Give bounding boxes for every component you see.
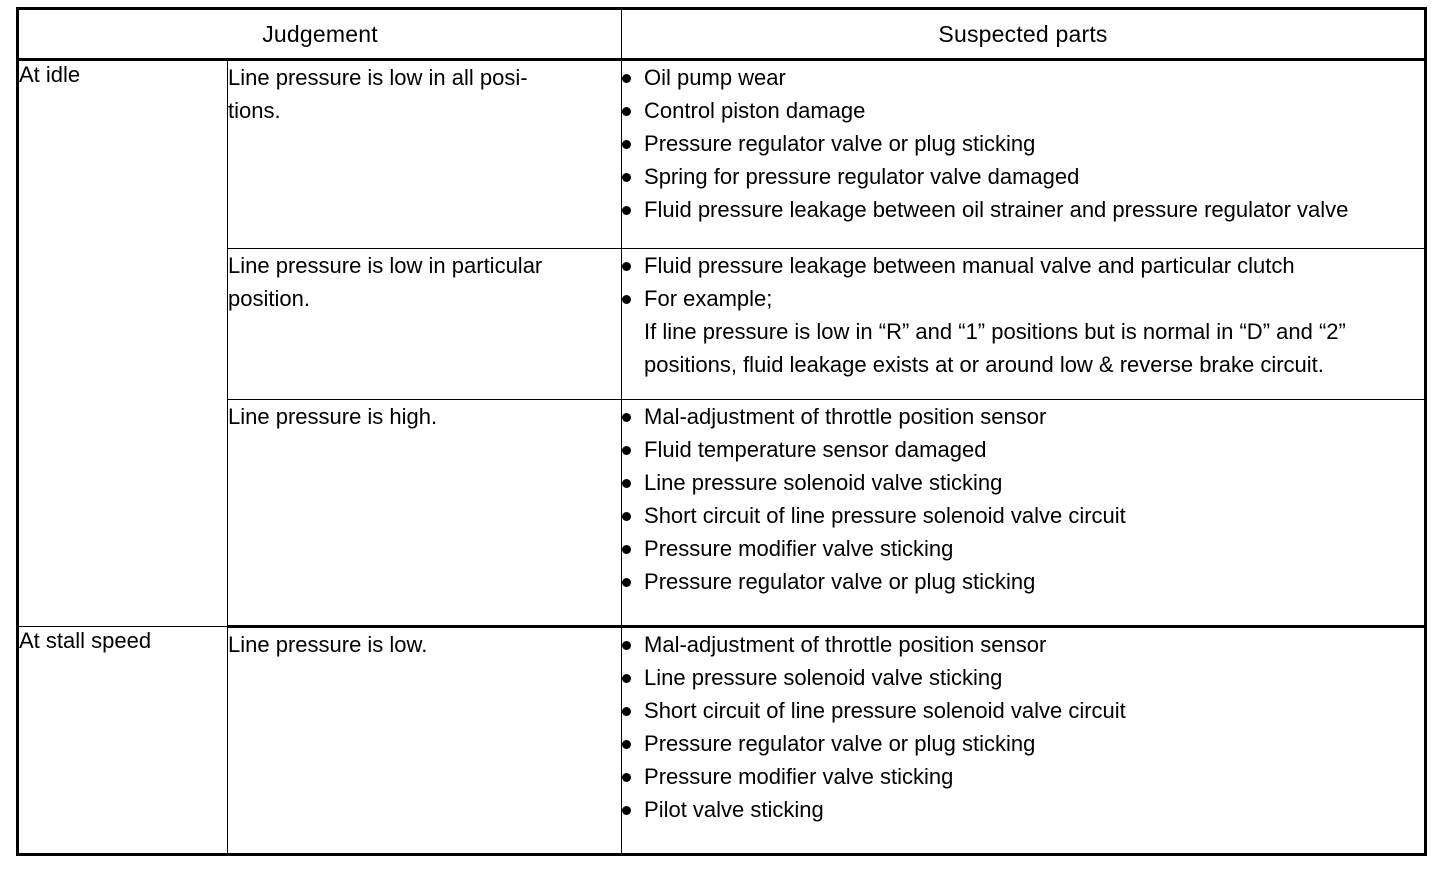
bullet-icon — [622, 545, 632, 555]
list-item-text: Pressure regulator valve or plug stickin… — [644, 569, 1036, 595]
bullet-icon — [622, 479, 632, 489]
list-item: Line pressure solenoid valve sticking — [622, 466, 1424, 499]
list-item-text: Pressure regulator valve or plug stickin… — [644, 131, 1036, 156]
list-item: Pressure modifier valve sticking — [622, 760, 1424, 793]
suspected-parts-cell: Fluid pressure leakage between manual va… — [621, 248, 1427, 401]
bullet-icon — [622, 806, 632, 816]
list-item-text: Spring for pressure regulator valve dama… — [644, 164, 1080, 189]
condition-label: At idle — [19, 62, 81, 87]
bullet-icon — [622, 74, 632, 83]
column-header-suspected-parts-label: Suspected parts — [938, 21, 1108, 47]
list-item: Pilot valve sticking — [622, 793, 1424, 826]
list-item: Fluid pressure leakage between manual va… — [622, 249, 1424, 282]
list-item: Spring for pressure regulator valve dama… — [622, 160, 1424, 193]
bullet-icon — [622, 446, 632, 456]
list-item-text: Fluid pressure leakage between manual va… — [644, 253, 1295, 279]
list-item-text: Pressure regulator valve or plug stickin… — [644, 731, 1036, 757]
bullet-icon — [622, 173, 632, 182]
list-item-text: Short circuit of line pressure solenoid … — [644, 503, 1126, 529]
list-item: Control piston damage — [622, 94, 1424, 127]
table-row: At idle Line pressure is low in all posi… — [17, 58, 1427, 628]
list-item: Short circuit of line pressure solenoid … — [622, 694, 1424, 727]
suspected-parts-cell: Mal-adjustment of throttle position sens… — [621, 626, 1427, 855]
judgement-text: Line pressure is low. — [228, 632, 428, 658]
list-item: Fluid pressure leakage between oil strai… — [622, 193, 1424, 226]
condition-cell-at-idle: At idle — [17, 58, 228, 628]
list-item-text: Oil pump wear — [644, 65, 786, 90]
suspected-parts-list: Mal-adjustment of throttle position sens… — [622, 400, 1424, 598]
list-item: Fluid temperature sensor damaged — [622, 433, 1424, 466]
bullet-icon — [622, 262, 632, 272]
list-item-text: Line pressure solenoid valve sticking — [644, 470, 1003, 496]
list-item: Oil pump wear — [622, 61, 1424, 94]
list-item-text: Line pressure solenoid valve sticking — [644, 665, 1003, 691]
bullet-icon — [622, 740, 632, 750]
list-item: Pressure modifier valve sticking — [622, 532, 1424, 565]
list-item: Mal-adjustment of throttle position sens… — [622, 628, 1424, 661]
bullet-icon — [622, 413, 632, 423]
list-item-text: Short circuit of line pressure solenoid … — [644, 698, 1126, 724]
judgement-cell: Line pressure is low in all posi-tions. — [226, 58, 623, 250]
bullet-icon — [622, 512, 632, 522]
column-header-judgement-label: Judgement — [262, 21, 378, 47]
bullet-icon — [622, 107, 632, 116]
column-header-suspected-parts: Suspected parts — [621, 8, 1427, 61]
list-item: Pressure regulator valve or plug stickin… — [622, 127, 1424, 160]
list-item: Mal-adjustment of throttle position sens… — [622, 400, 1424, 433]
list-item-text: Pilot valve sticking — [644, 797, 824, 823]
list-item-text: Pressure modifier valve sticking — [644, 536, 954, 562]
bullet-icon — [622, 641, 632, 651]
table-header-row: Judgement Suspected parts — [16, 8, 1427, 61]
bullet-icon — [622, 578, 632, 588]
judgement-text: Line pressure is high. — [228, 404, 438, 430]
list-item: Short circuit of line pressure solenoid … — [622, 499, 1424, 532]
bullet-icon — [622, 140, 632, 149]
condition-cell-at-stall-speed: At stall speed — [17, 626, 228, 855]
bullet-icon — [622, 707, 632, 717]
condition-label: At stall speed — [19, 628, 152, 654]
list-item: Line pressure solenoid valve sticking — [622, 661, 1424, 694]
bullet-icon — [622, 295, 632, 305]
list-item-text: Pressure modifier valve sticking — [644, 764, 954, 790]
bullet-icon — [622, 206, 632, 215]
list-item-continuation: If line pressure is low in “R” and “1” p… — [644, 319, 1346, 378]
list-item-text: Fluid temperature sensor damaged — [644, 437, 987, 463]
list-item-text: Mal-adjustment of throttle position sens… — [644, 404, 1047, 430]
column-header-judgement: Judgement — [16, 8, 623, 61]
list-item-text: Fluid pressure leakage between oil strai… — [644, 197, 1349, 222]
table-body: At idle Line pressure is low in all posi… — [17, 58, 1427, 855]
list-item-text: Control piston damage — [644, 98, 866, 123]
list-item-text: Mal-adjustment of throttle position sens… — [644, 632, 1047, 658]
list-item: Pressure regulator valve or plug stickin… — [622, 727, 1424, 760]
suspected-parts-list: Fluid pressure leakage between manual va… — [622, 249, 1424, 381]
judgement-cell: Line pressure is low. — [226, 626, 623, 855]
table-header: Judgement Suspected parts — [16, 8, 1427, 61]
bullet-icon — [622, 773, 632, 783]
table-row: At stall speed Line pressure is low. Mal… — [17, 626, 1427, 855]
list-item-text: For example; — [644, 286, 773, 312]
list-item: For example; If line pressure is low in “… — [622, 282, 1424, 381]
suspected-parts-cell: Mal-adjustment of throttle position sens… — [621, 399, 1427, 629]
line-pressure-diagnosis-table: Judgement Suspected parts At idle Line p… — [16, 7, 1428, 856]
judgement-text: Line pressure is low in all posi-tions. — [228, 65, 528, 123]
suspected-parts-list: Mal-adjustment of throttle position sens… — [622, 628, 1424, 826]
judgement-cell: Line pressure is high. — [226, 399, 623, 629]
bullet-icon — [622, 674, 632, 684]
list-item: Pressure regulator valve or plug stickin… — [622, 565, 1424, 598]
table-row: Line pressure is high. Mal-adjustment of… — [18, 399, 1427, 629]
